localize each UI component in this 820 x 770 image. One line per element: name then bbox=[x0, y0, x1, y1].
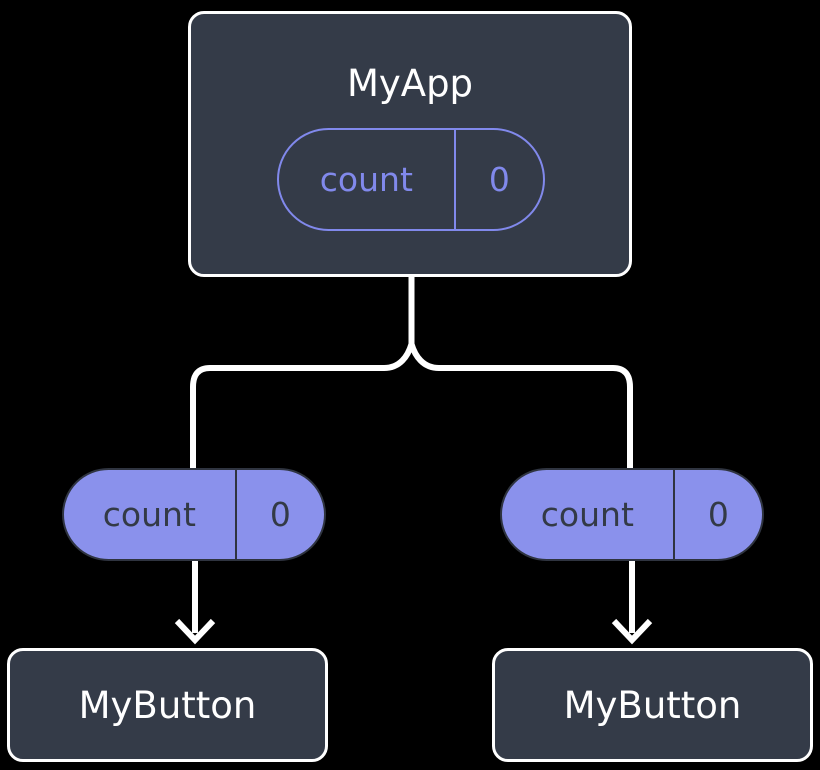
edge-branch-to-right-pill bbox=[408, 343, 633, 470]
state-pill-myapp-value: 0 bbox=[488, 160, 510, 199]
node-myapp-label: MyApp bbox=[346, 62, 474, 105]
props-pill-right[interactable]: count 0 bbox=[500, 468, 764, 561]
node-mybutton-left-label: MyButton bbox=[78, 683, 257, 727]
props-pill-left-key: count bbox=[64, 470, 237, 559]
node-mybutton-right-label: MyButton bbox=[563, 683, 742, 727]
edge-branch-to-left-pill bbox=[190, 343, 415, 470]
props-pill-right-value: 0 bbox=[707, 495, 729, 534]
props-pill-right-key: count bbox=[502, 470, 675, 559]
props-pill-left-value: 0 bbox=[269, 495, 291, 534]
state-pill-myapp-key: count bbox=[279, 130, 456, 229]
arrowhead-right-down-icon bbox=[611, 618, 653, 645]
state-pill-myapp[interactable]: count 0 bbox=[277, 128, 545, 231]
props-pill-left[interactable]: count 0 bbox=[62, 468, 326, 561]
node-mybutton-left[interactable]: MyButton bbox=[7, 648, 328, 762]
arrowhead-left-down-icon bbox=[174, 618, 216, 645]
node-mybutton-right[interactable]: MyButton bbox=[492, 648, 813, 762]
